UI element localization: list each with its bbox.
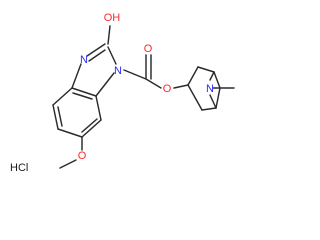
benzene-ring [52,87,102,138]
bond [95,95,102,121]
bond [81,119,102,138]
bridge-n-label: N [206,83,214,95]
carbonyl-o-label: O [144,43,153,55]
bond [107,25,111,45]
bond [215,87,221,109]
hydroxyl-o-label: OH [104,12,121,24]
double-bond [72,92,93,100]
bond [201,107,217,111]
methoxy-o-label: O [78,150,87,162]
bond [59,159,77,169]
bond [86,43,106,57]
bond [57,128,83,138]
bond [95,72,115,97]
bond [187,84,203,111]
bond [52,104,59,130]
bond [173,84,189,89]
ester-o-label: O [163,83,172,95]
bond [197,66,215,73]
bond [107,46,117,65]
carbamate-linkage [123,54,189,89]
imidazole-n-sub-label: N [114,65,122,77]
double-bond [57,106,63,127]
imidazole-ring [71,25,117,97]
bond [213,71,221,89]
tropane-bicycle [187,66,235,111]
bond [71,63,82,89]
atom-labels: OH N N O O O N HCl [10,12,214,174]
bond [187,66,199,86]
bond [209,94,217,109]
imidazole-n-top-label: N [80,54,88,66]
hydrochloride-salt-label: HCl [10,162,28,174]
bond [52,87,73,106]
bond [145,78,162,89]
methoxy-group [59,136,83,169]
double-bond [88,49,106,62]
chemical-structure-diagram: OH N N O O O N HCl [10,12,235,174]
bond [209,71,215,81]
double-bond [81,118,98,133]
bond [123,69,147,80]
bond [71,87,97,97]
